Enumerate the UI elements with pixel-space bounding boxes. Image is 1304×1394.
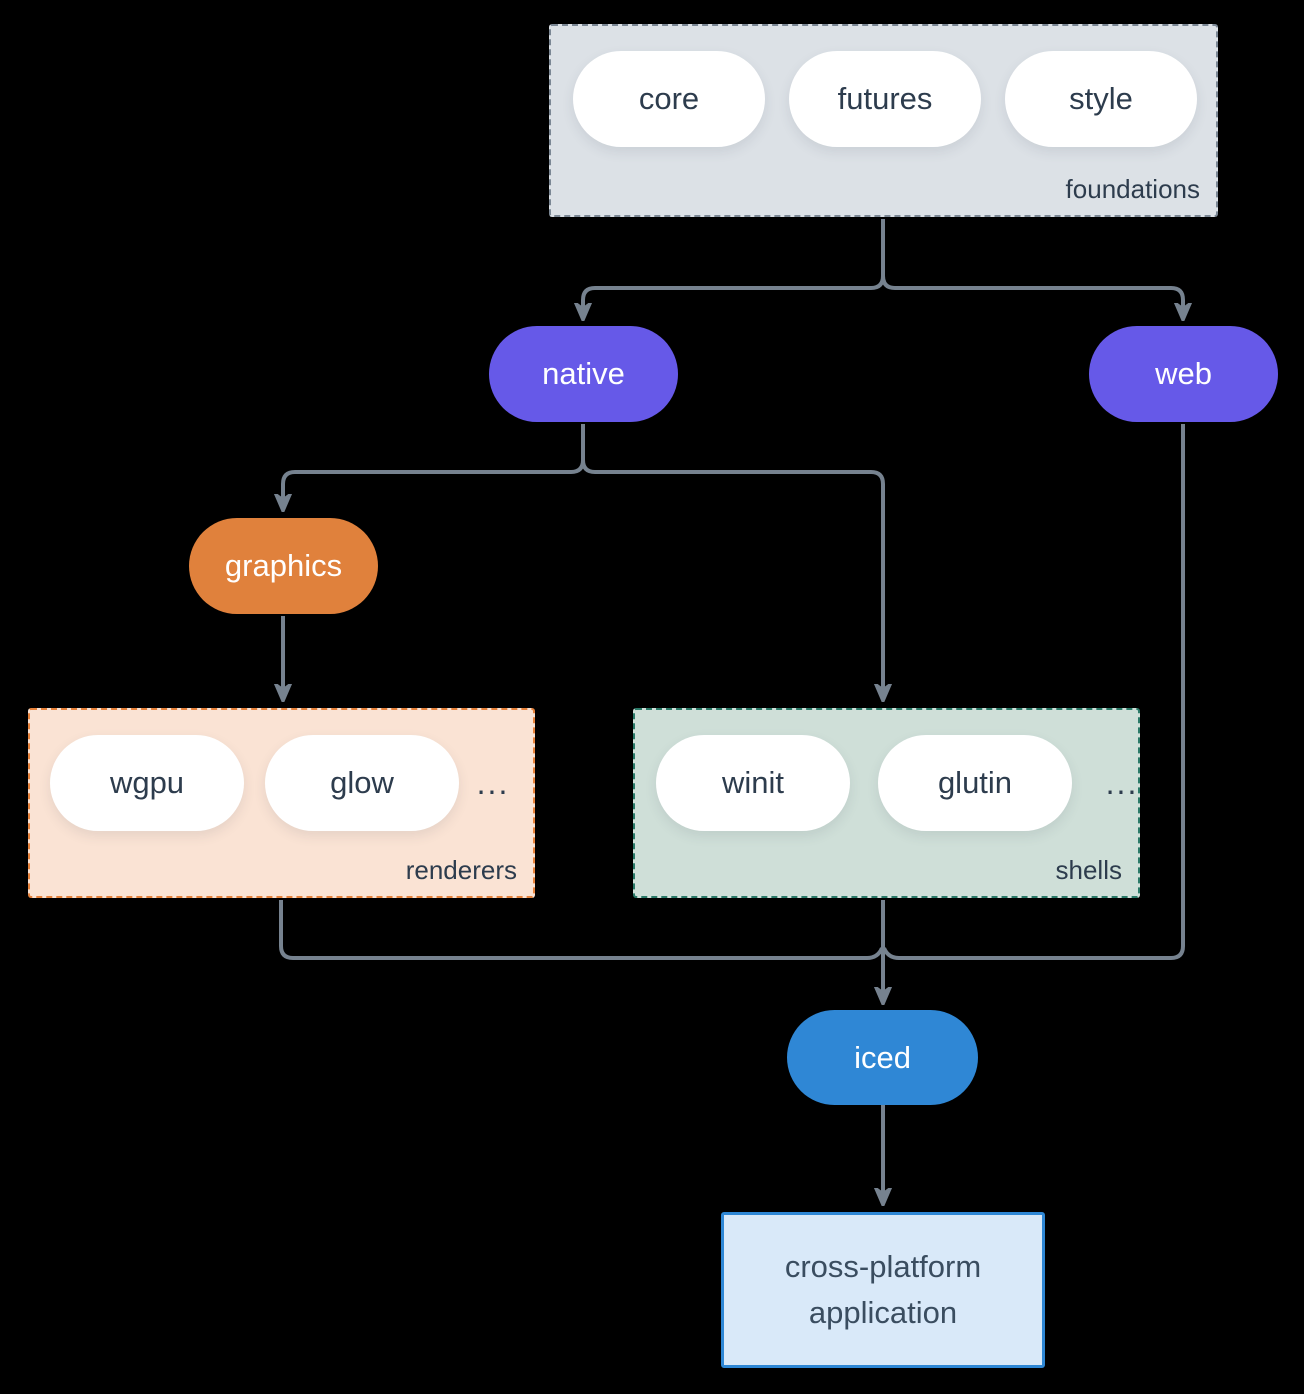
node-glow: glow bbox=[265, 735, 459, 831]
node-style-label: style bbox=[1069, 81, 1133, 116]
group-foundations: core futures style foundations bbox=[549, 24, 1218, 217]
node-core-label: core bbox=[638, 81, 700, 116]
renderers-ellipsis: ... bbox=[476, 764, 510, 801]
application-label-line1: cross-platform bbox=[784, 1249, 982, 1285]
node-web-label: web bbox=[1155, 356, 1212, 391]
connector-web-iced bbox=[882, 424, 1185, 960]
node-iced-label: iced bbox=[854, 1039, 911, 1075]
node-wgpu-label: wgpu bbox=[109, 765, 185, 800]
node-glow-label: glow bbox=[330, 765, 394, 800]
node-iced: iced bbox=[787, 1010, 978, 1105]
node-graphics: graphics bbox=[189, 518, 378, 614]
connector-renderers-iced bbox=[279, 900, 884, 960]
node-style: style bbox=[1005, 51, 1197, 147]
node-cross-platform-application: cross-platform application bbox=[721, 1212, 1045, 1368]
node-graphics-label: graphics bbox=[224, 548, 343, 583]
group-shells: winit glutin ... shells bbox=[633, 708, 1140, 898]
shells-ellipsis: ... bbox=[1105, 764, 1139, 801]
connector-native-shells bbox=[581, 424, 883, 697]
node-glutin-label: glutin bbox=[937, 765, 1013, 800]
connector-foundations-web bbox=[881, 219, 1183, 316]
group-renderers-label: renderers bbox=[405, 855, 517, 885]
node-native-label: native bbox=[542, 356, 625, 391]
connector-native-graphics bbox=[283, 424, 585, 507]
application-label-line2: application bbox=[808, 1295, 958, 1330]
group-foundations-label: foundations bbox=[1065, 174, 1200, 204]
node-native: native bbox=[489, 326, 678, 422]
node-futures: futures bbox=[789, 51, 981, 147]
node-futures-label: futures bbox=[837, 81, 933, 116]
node-glutin: glutin bbox=[878, 735, 1072, 831]
node-web: web bbox=[1089, 326, 1278, 422]
node-core: core bbox=[573, 51, 765, 147]
node-winit: winit bbox=[656, 735, 850, 831]
group-shells-label: shells bbox=[1055, 855, 1122, 885]
node-wgpu: wgpu bbox=[50, 735, 244, 831]
connector-foundations-native bbox=[583, 219, 885, 316]
node-winit-label: winit bbox=[721, 765, 784, 800]
group-renderers: wgpu glow ... renderers bbox=[28, 708, 535, 898]
